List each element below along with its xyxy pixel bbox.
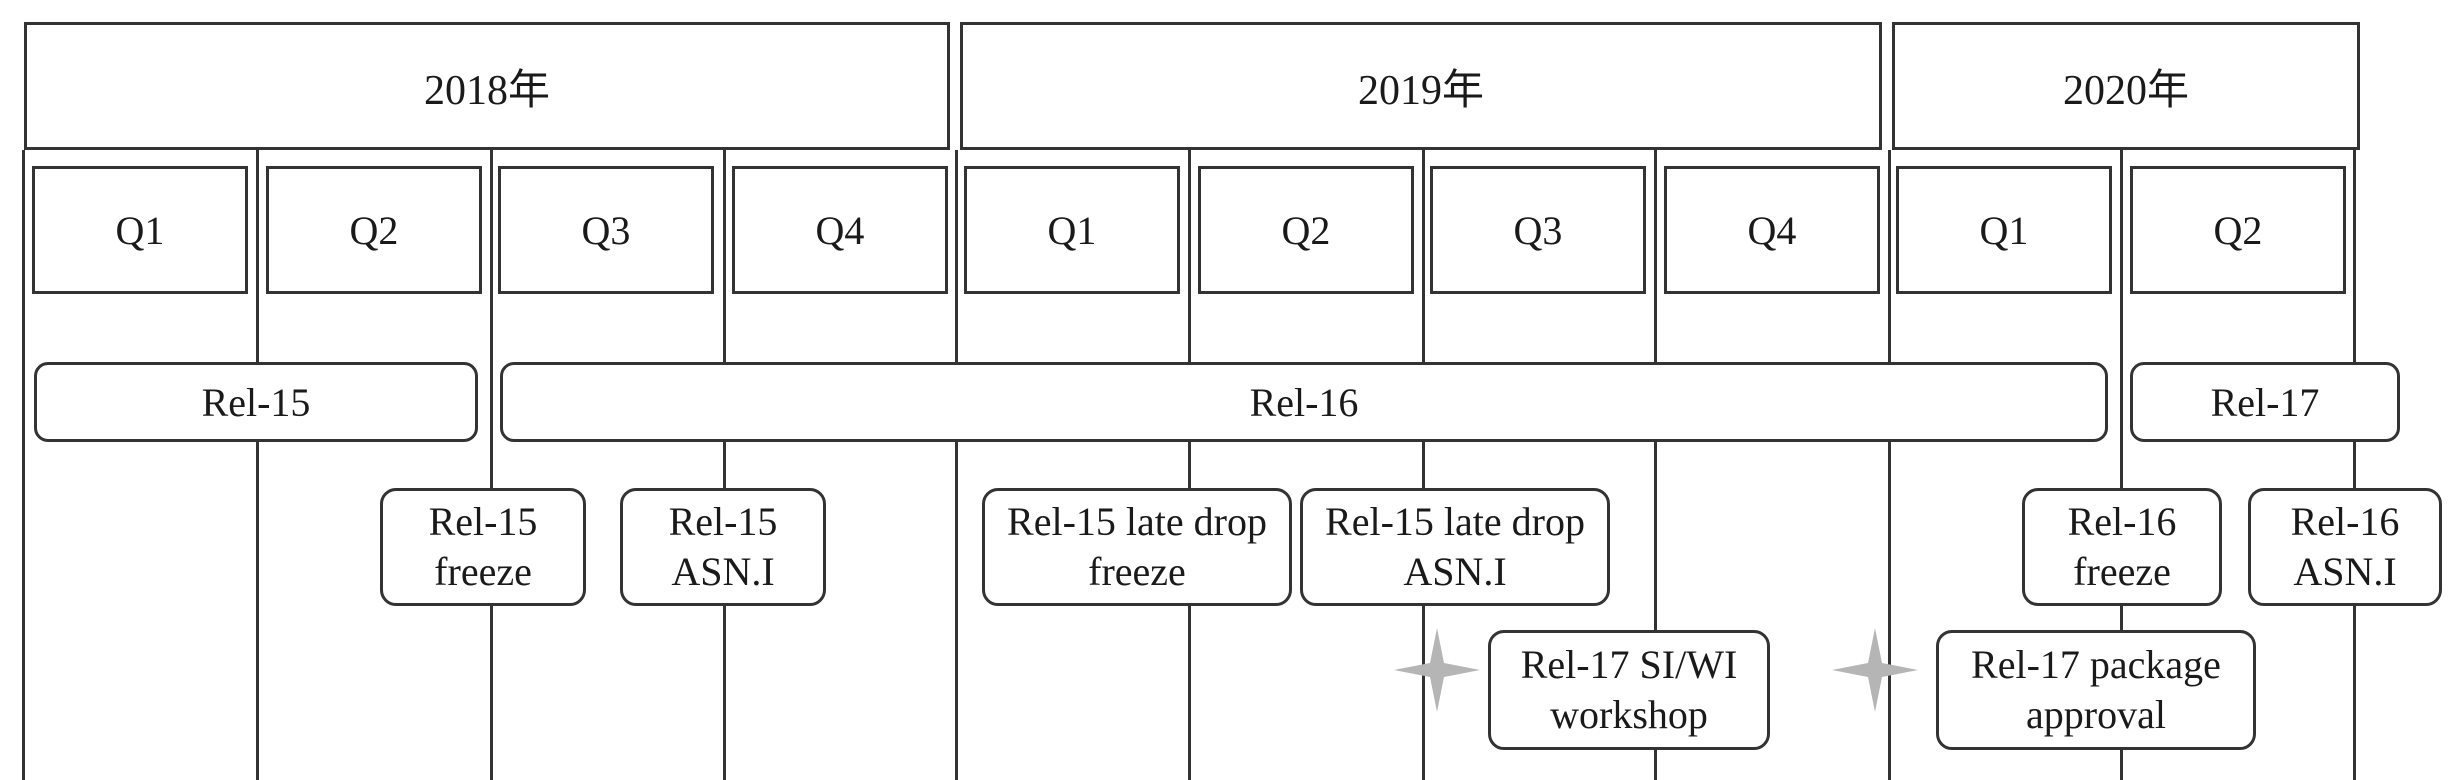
year-header-2020: 2020年	[1892, 22, 2360, 150]
timeline-divider	[1888, 150, 1891, 780]
timeline-divider	[723, 150, 726, 780]
release-bar-rel-17: Rel-17	[2130, 362, 2400, 442]
milestone-rel-16-asn1: Rel-16 ASN.I	[2248, 488, 2442, 606]
milestone-rel-16-freeze: Rel-16 freeze	[2022, 488, 2222, 606]
timeline-divider	[256, 150, 259, 780]
quarter-box: Q2	[266, 166, 482, 294]
milestone-rel-15-freeze: Rel-15 freeze	[380, 488, 586, 606]
star-icon	[1394, 628, 1480, 712]
timeline-divider	[1654, 150, 1657, 780]
timeline-divider	[955, 150, 958, 780]
quarter-box: Q1	[32, 166, 248, 294]
release-bar-rel-15: Rel-15	[34, 362, 478, 442]
timeline-divider	[2353, 150, 2356, 780]
timeline-divider	[1422, 150, 1425, 780]
quarter-box: Q2	[2130, 166, 2346, 294]
quarter-box: Q3	[1430, 166, 1646, 294]
quarter-box: Q4	[732, 166, 948, 294]
year-header-2018: 2018年	[24, 22, 950, 150]
milestone-rel-15-late-drop-asn1: Rel-15 late drop ASN.I	[1300, 488, 1610, 606]
milestone-rel-15-late-drop-freeze: Rel-15 late drop freeze	[982, 488, 1292, 606]
timeline-divider	[2120, 150, 2123, 780]
year-header-2019: 2019年	[960, 22, 1882, 150]
quarter-box: Q2	[1198, 166, 1414, 294]
star-icon	[1832, 628, 1918, 712]
milestone-rel-17-package-approval: Rel-17 package approval	[1936, 630, 2256, 750]
release-bar-rel-16: Rel-16	[500, 362, 2108, 442]
quarter-box: Q1	[1896, 166, 2112, 294]
milestone-rel-15-asn1: Rel-15 ASN.I	[620, 488, 826, 606]
quarter-box: Q4	[1664, 166, 1880, 294]
milestone-rel-17-si-wi-workshop: Rel-17 SI/WI workshop	[1488, 630, 1770, 750]
timeline-divider	[22, 150, 25, 780]
quarter-box: Q1	[964, 166, 1180, 294]
quarter-box: Q3	[498, 166, 714, 294]
timeline-divider	[490, 150, 493, 780]
timeline-divider	[1188, 150, 1191, 780]
